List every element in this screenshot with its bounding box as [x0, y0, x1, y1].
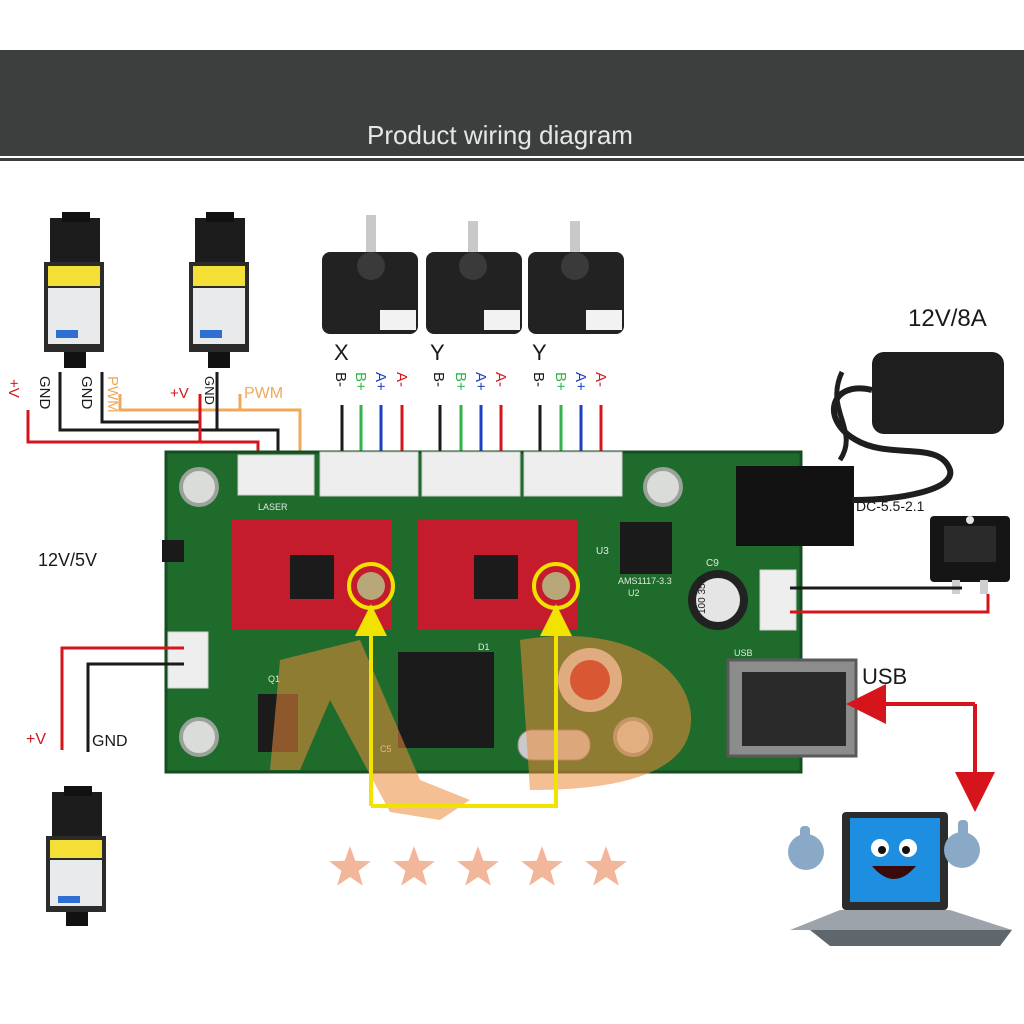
motor-axis-label-x: X — [334, 340, 349, 365]
silk-u3: U3 — [596, 546, 609, 557]
gnd-label: GND — [36, 376, 53, 410]
silk-d1: D1 — [478, 642, 490, 652]
silk-u2: U2 — [628, 588, 640, 598]
pin-label: A+ — [472, 372, 489, 391]
laser-wire-labels: +V GND GND PWM +V GND PWM — [5, 376, 283, 413]
laser-power-connector — [167, 631, 209, 689]
pin-label: A- — [592, 372, 609, 387]
mounting-hole — [643, 467, 683, 507]
pin-label: A+ — [572, 372, 589, 391]
stepper-driver-1 — [232, 520, 392, 630]
pwm-label: PWM — [104, 376, 121, 413]
microcontroller — [398, 652, 494, 748]
capacitor-value: 100 35V — [697, 576, 708, 614]
pin-label: A- — [393, 372, 410, 387]
pin-label: B- — [530, 372, 547, 387]
power-switch — [930, 516, 1010, 594]
star-icon — [393, 846, 435, 886]
mounting-hole — [179, 467, 219, 507]
laser-module-3 — [46, 786, 106, 926]
dc-jack — [736, 466, 854, 546]
plus-v-label: +V — [170, 385, 189, 402]
voltage-jumper — [162, 540, 184, 562]
pin-label: B- — [332, 372, 349, 387]
control-board: LASER U3 AMS1117-3.3 U2 C9 100 35V — [162, 450, 858, 774]
power-rating-label: 12V/8A — [908, 305, 987, 332]
silk-ams: AMS1117-3.3 — [618, 576, 672, 586]
adjustment-arrows — [355, 604, 572, 808]
star-icon — [521, 846, 563, 886]
switch-wires — [790, 586, 990, 614]
star-icon — [329, 846, 371, 886]
laser-module-1 — [44, 212, 104, 368]
laser-voltage-label: 12V/5V — [38, 550, 97, 570]
power-adapter — [830, 352, 1004, 503]
usb-label: USB — [862, 664, 907, 689]
laser-power-wires — [60, 646, 184, 752]
pin-label: A- — [492, 372, 509, 387]
laser-connector — [237, 454, 315, 496]
pin-label: A+ — [372, 372, 389, 391]
dc-jack-label: DC-5.5-2.1 — [856, 498, 925, 514]
motor-axis-label-y2: Y — [532, 340, 547, 365]
plus-v-label: +V — [5, 379, 22, 398]
silk-usb: USB — [734, 648, 753, 658]
motor-axis-label-y1: Y — [430, 340, 445, 365]
motor-pin-labels: B- B+ A+ A- B- B+ A+ A- B- B+ A+ A- — [332, 372, 609, 391]
gnd-label: GND — [92, 733, 128, 750]
laser-silk: LASER — [258, 502, 288, 512]
star-icon — [585, 846, 627, 886]
laptop-computer — [788, 812, 1012, 946]
header-band: Product wiring diagram — [0, 50, 1024, 161]
star-icon — [457, 846, 499, 886]
pin-label: B+ — [352, 372, 369, 391]
gnd-label: GND — [78, 376, 95, 410]
pin-label: B- — [430, 372, 447, 387]
mounting-hole — [179, 717, 219, 757]
switch-connector — [759, 569, 797, 631]
stepper-motor-y2 — [528, 221, 624, 334]
gnd-label: GND — [202, 376, 217, 405]
pin-label: B+ — [552, 372, 569, 391]
stepper-driver-2 — [418, 520, 578, 630]
usb-arrow — [846, 684, 995, 812]
x-motor-connector — [319, 451, 419, 497]
regulator — [620, 522, 672, 574]
silk-c9: C9 — [706, 558, 719, 569]
plus-v-label: +V — [26, 731, 46, 748]
pin-label: B+ — [452, 372, 469, 391]
pwm-label: PWM — [244, 385, 283, 402]
silk-q1: Q1 — [268, 674, 280, 684]
rating-stars — [329, 846, 627, 886]
y2-motor-connector — [523, 451, 623, 497]
stepper-motor-y1 — [426, 221, 522, 334]
page-title: Product wiring diagram — [367, 120, 633, 150]
y1-motor-connector — [421, 451, 521, 497]
laser-module-2 — [189, 212, 249, 368]
stepper-motor-x — [322, 215, 418, 334]
